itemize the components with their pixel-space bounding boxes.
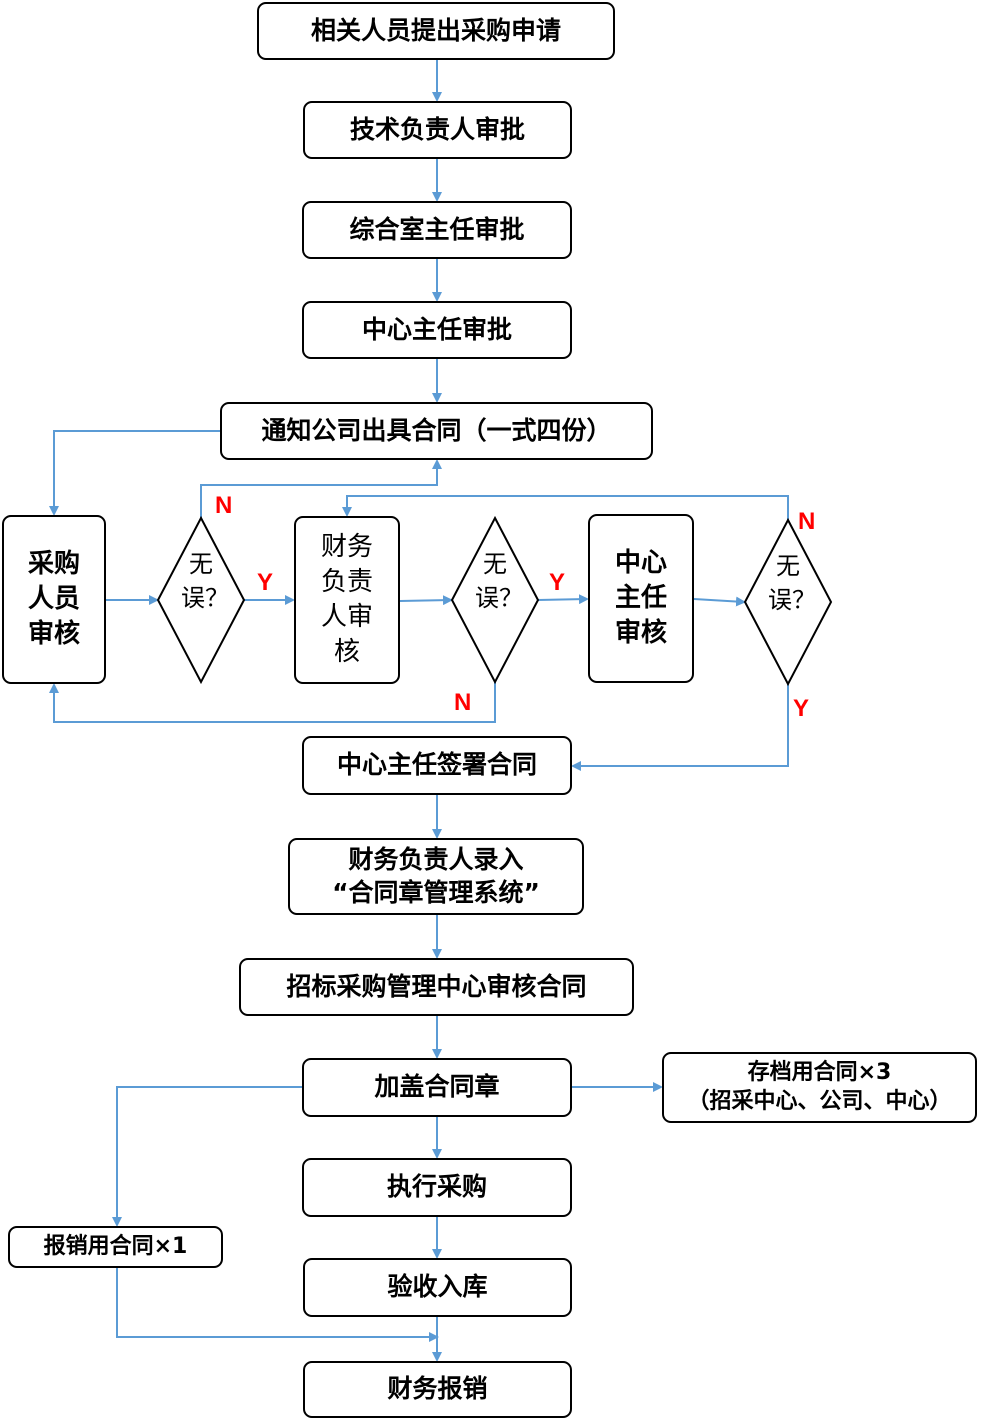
- arrow: [342, 495, 789, 520]
- step-purchase-request: 相关人员提出采购申请: [257, 2, 615, 60]
- step-bidding-review: 招标采购管理中心审核合同: [239, 958, 634, 1016]
- arrow: [571, 684, 789, 771]
- arrow: [116, 1268, 439, 1342]
- step-director-review: 中心主任审核: [588, 514, 694, 683]
- arrow: [200, 459, 442, 518]
- step-reimburse-copy: 报销用合同×1: [8, 1226, 223, 1268]
- step-finance-entry-line1: 财务负责人录入: [348, 845, 524, 874]
- step-archive: 存档用合同×3 （招采中心、公司、中心）: [662, 1052, 977, 1123]
- arrow: [112, 1086, 302, 1227]
- step-finance-reimburse: 财务报销: [303, 1361, 572, 1418]
- step-finance-review: 财务负责人审核: [294, 516, 400, 684]
- step-finance-entry: 财务负责人录入 “合同章管理系统”: [288, 838, 584, 915]
- step-center-approval: 中心主任审批: [302, 301, 572, 359]
- label-yes-1: Y: [257, 569, 274, 596]
- step-finance-entry-line2: “合同章管理系统”: [332, 877, 540, 907]
- step-archive-line1: 存档用合同×3: [747, 1059, 892, 1085]
- decision-text-1: 无误？: [181, 550, 229, 612]
- arrow: [49, 682, 496, 723]
- step-archive-line2: （招采中心、公司、中心）: [687, 1088, 952, 1114]
- label-yes-3: Y: [793, 695, 810, 722]
- label-no-1: N: [215, 492, 233, 519]
- step-execute-purchase: 执行采购: [302, 1158, 572, 1217]
- decision-diamond-1: [156, 515, 246, 685]
- step-purchaser-review: 采购人员审核: [2, 515, 106, 684]
- decision-text-3: 无误？: [768, 552, 816, 614]
- arrow: [399, 595, 453, 606]
- label-yes-2: Y: [549, 569, 566, 596]
- decision-diamond-3: [743, 517, 833, 687]
- step-stamp: 加盖合同章: [302, 1058, 572, 1117]
- decision-text-2: 无误？: [475, 550, 523, 612]
- step-acceptance: 验收入库: [303, 1258, 572, 1317]
- label-no-3: N: [798, 508, 816, 535]
- label-no-2: N: [454, 689, 472, 716]
- step-tech-approval: 技术负责人审批: [303, 101, 572, 159]
- arrow: [693, 596, 746, 607]
- step-office-approval: 综合室主任审批: [302, 201, 572, 259]
- step-notify-contract: 通知公司出具合同（一式四份）: [220, 402, 653, 460]
- arrow: [537, 594, 589, 605]
- arrow: [49, 430, 220, 516]
- decision-diamond-2: [450, 515, 540, 685]
- step-sign-contract: 中心主任签署合同: [302, 736, 572, 795]
